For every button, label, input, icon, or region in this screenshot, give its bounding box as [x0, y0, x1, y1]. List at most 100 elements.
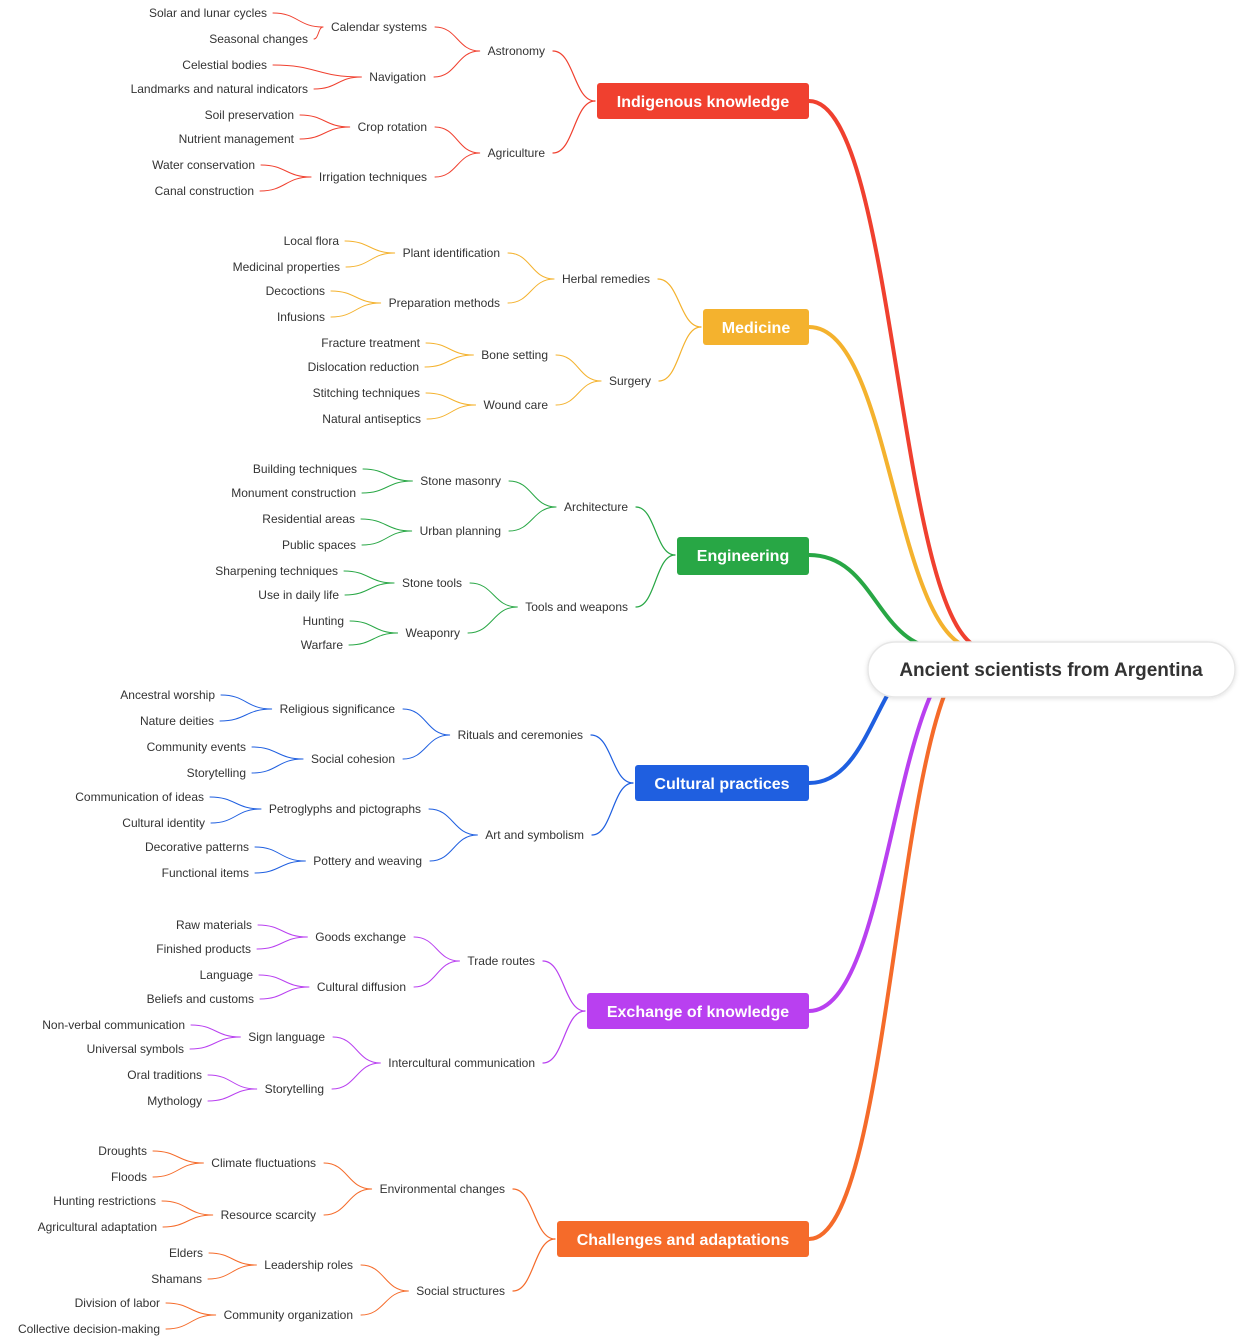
level2-link [555, 380, 602, 406]
level3-link [343, 570, 395, 584]
level1-label[interactable]: Social structures [416, 1284, 505, 1298]
level1-label[interactable]: Agriculture [488, 146, 546, 160]
leaf-label[interactable]: Warfare [301, 638, 344, 652]
leaf-label[interactable]: Seasonal changes [209, 32, 308, 46]
leaf-label[interactable]: Finished products [156, 942, 251, 956]
leaf-label[interactable]: Use in daily life [258, 588, 339, 602]
level2-label[interactable]: Pottery and weaving [313, 854, 422, 868]
level2-label[interactable]: Stone masonry [420, 474, 501, 488]
level2-label[interactable]: Weaponry [406, 626, 460, 640]
level2-label[interactable]: Petroglyphs and pictographs [269, 802, 421, 816]
level2-label[interactable]: Calendar systems [331, 20, 427, 34]
level1-label[interactable]: Art and symbolism [485, 828, 584, 842]
level1-label[interactable]: Herbal remedies [562, 272, 650, 286]
level2-label[interactable]: Goods exchange [315, 930, 406, 944]
leaf-label[interactable]: Fracture treatment [321, 336, 420, 350]
level2-label[interactable]: Leadership roles [264, 1258, 353, 1272]
leaf-label[interactable]: Raw materials [176, 918, 252, 932]
leaf-label[interactable]: Building techniques [253, 462, 357, 476]
level2-label[interactable]: Resource scarcity [221, 1208, 316, 1222]
leaf-label[interactable]: Non-verbal communication [42, 1018, 185, 1032]
level3-link [272, 64, 362, 78]
level1-label[interactable]: Surgery [609, 374, 651, 388]
leaf-label[interactable]: Medicinal properties [233, 260, 340, 274]
branch-node[interactable]: Challenges and adaptations [557, 1221, 809, 1257]
root-node[interactable]: Ancient scientists from Argentina [867, 641, 1236, 698]
leaf-label[interactable]: Storytelling [187, 766, 246, 780]
level2-label[interactable]: Navigation [369, 70, 426, 84]
level2-label[interactable]: Bone setting [481, 348, 548, 362]
leaf-label[interactable]: Mythology [147, 1094, 202, 1108]
leaf-label[interactable]: Community events [147, 740, 246, 754]
leaf-label[interactable]: Universal symbols [87, 1042, 184, 1056]
leaf-label[interactable]: Hunting restrictions [53, 1194, 156, 1208]
leaf-label[interactable]: Decorative patterns [145, 840, 249, 854]
level2-label[interactable]: Cultural diffusion [317, 980, 406, 994]
level2-label[interactable]: Sign language [248, 1030, 325, 1044]
level2-label[interactable]: Climate fluctuations [211, 1156, 316, 1170]
branch-node[interactable]: Indigenous knowledge [597, 83, 809, 119]
leaf-label[interactable]: Natural antiseptics [322, 412, 421, 426]
leaf-label[interactable]: Dislocation reduction [308, 360, 419, 374]
leaf-label[interactable]: Nature deities [140, 714, 214, 728]
leaf-label[interactable]: Cultural identity [122, 816, 205, 830]
leaf-label[interactable]: Ancestral worship [120, 688, 215, 702]
level1-link [658, 326, 702, 382]
leaf-label[interactable]: Hunting [303, 614, 344, 628]
leaf-label[interactable]: Elders [169, 1246, 203, 1260]
level2-label[interactable]: Community organization [224, 1308, 353, 1322]
level1-label[interactable]: Architecture [564, 500, 628, 514]
leaf-label[interactable]: Local flora [284, 234, 340, 248]
leaf-label[interactable]: Floods [111, 1170, 147, 1184]
branch-node[interactable]: Engineering [677, 537, 809, 575]
level2-label[interactable]: Stone tools [402, 576, 462, 590]
leaf-label[interactable]: Communication of ideas [75, 790, 204, 804]
level2-label[interactable]: Irrigation techniques [319, 170, 427, 184]
leaf-label[interactable]: Shamans [151, 1272, 202, 1286]
level2-label[interactable]: Religious significance [280, 702, 396, 716]
leaf-label[interactable]: Stitching techniques [313, 386, 420, 400]
leaf-label[interactable]: Public spaces [282, 538, 356, 552]
leaf-label[interactable]: Infusions [277, 310, 325, 324]
leaf-label[interactable]: Functional items [162, 866, 249, 880]
leaf-label[interactable]: Soil preservation [205, 108, 294, 122]
leaf-label[interactable]: Monument construction [231, 486, 356, 500]
leaf-label[interactable]: Agricultural adaptation [38, 1220, 157, 1234]
leaf-label[interactable]: Canal construction [155, 184, 254, 198]
leaf-label[interactable]: Celestial bodies [182, 58, 267, 72]
leaf-label[interactable]: Nutrient management [179, 132, 295, 146]
level2-label[interactable]: Plant identification [403, 246, 500, 260]
level1-link [512, 1238, 556, 1292]
level2-label[interactable]: Crop rotation [358, 120, 427, 134]
leaf-label[interactable]: Droughts [98, 1144, 147, 1158]
level1-label[interactable]: Intercultural communication [388, 1056, 535, 1070]
leaf-label[interactable]: Language [200, 968, 254, 982]
level2-label[interactable]: Storytelling [265, 1082, 324, 1096]
leaf-label[interactable]: Division of labor [75, 1296, 160, 1310]
leaf-label[interactable]: Landmarks and natural indicators [131, 82, 308, 96]
leaf-label[interactable]: Sharpening techniques [215, 564, 338, 578]
level2-link [323, 1188, 373, 1216]
leaf-label[interactable]: Residential areas [262, 512, 355, 526]
leaf-label[interactable]: Collective decision-making [18, 1322, 160, 1336]
level2-label[interactable]: Urban planning [420, 524, 501, 538]
leaf-label[interactable]: Oral traditions [127, 1068, 202, 1082]
branch-node[interactable]: Medicine [703, 309, 809, 345]
leaf-label[interactable]: Solar and lunar cycles [149, 6, 267, 20]
level1-label[interactable]: Environmental changes [380, 1182, 505, 1196]
level1-label[interactable]: Rituals and ceremonies [458, 728, 583, 742]
level1-label[interactable]: Tools and weapons [525, 600, 628, 614]
leaf-label[interactable]: Beliefs and customs [147, 992, 254, 1006]
level2-label[interactable]: Preparation methods [389, 296, 500, 310]
branch-node[interactable]: Exchange of knowledge [587, 993, 809, 1029]
level2-label[interactable]: Wound care [484, 398, 549, 412]
branch-node[interactable]: Cultural practices [635, 765, 809, 801]
level1-label[interactable]: Astronomy [488, 44, 545, 58]
level3-link [258, 974, 310, 988]
leaf-label[interactable]: Decoctions [266, 284, 325, 298]
level1-label[interactable]: Trade routes [467, 954, 535, 968]
level2-link [467, 606, 518, 634]
leaf-label[interactable]: Water conservation [152, 158, 255, 172]
level2-label[interactable]: Social cohesion [311, 752, 395, 766]
